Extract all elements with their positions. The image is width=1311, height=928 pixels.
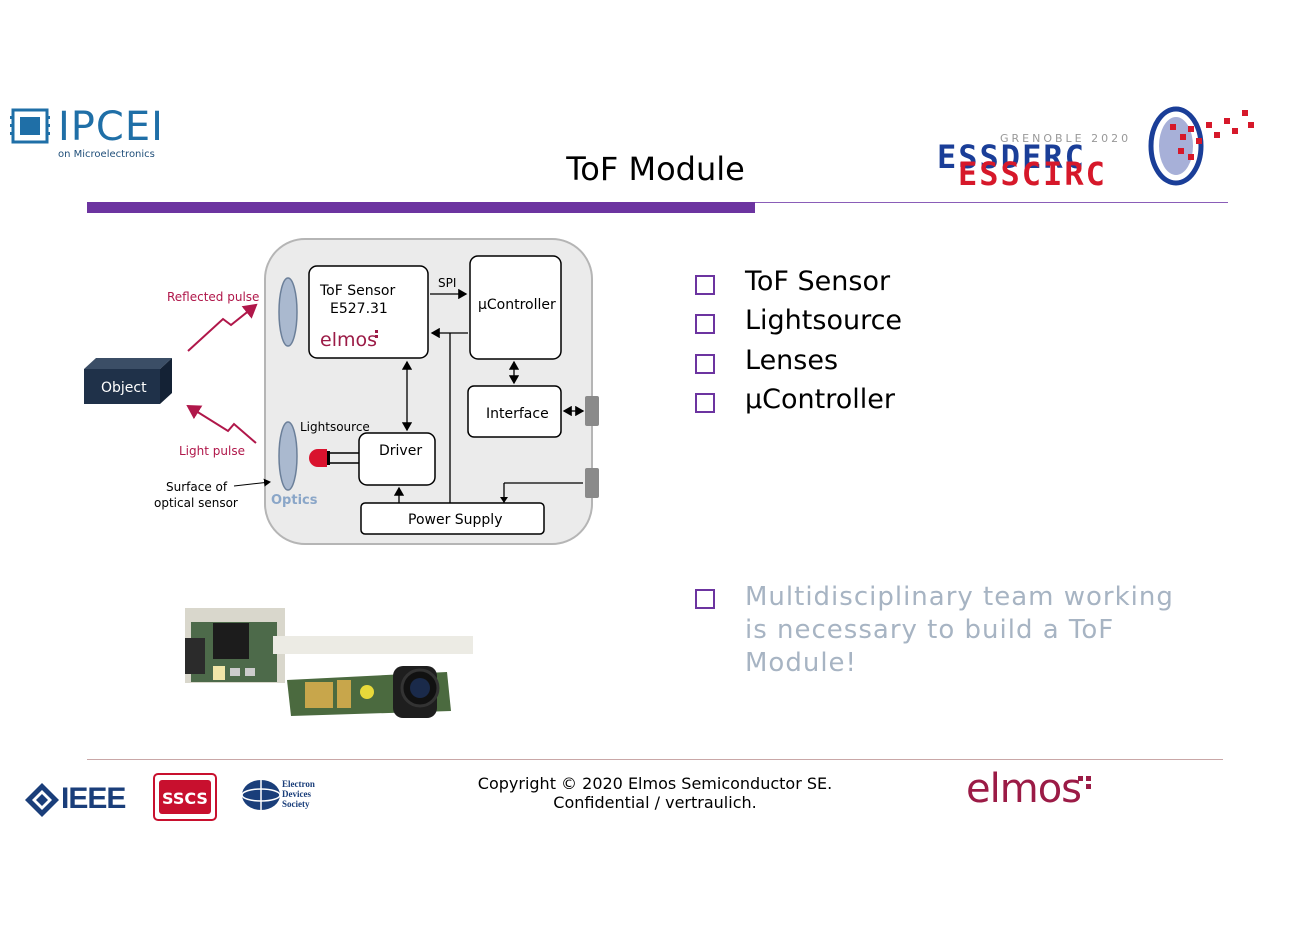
lightsource-label: Lightsource [300, 420, 370, 434]
tof-sensor-label: ToF Sensor [319, 283, 395, 299]
eds-logo: Electron Devices Society [282, 779, 315, 809]
object-label: Object [101, 380, 147, 396]
tof-block-diagram: ToF Sensor E527.31 elmos µController SPI… [84, 238, 599, 545]
ucontroller-block [469, 255, 562, 360]
object-box [84, 369, 160, 404]
light-pulse-arrow [186, 404, 257, 444]
eds-globe-icon [241, 780, 281, 810]
title-bar [87, 202, 755, 213]
surface-label-line1: Surface of [166, 480, 228, 494]
reflected-pulse-arrow [187, 303, 258, 352]
emit-lens [278, 421, 298, 491]
reflected-pulse-label: Reflected pulse [167, 290, 259, 304]
power-supply-block [360, 502, 545, 535]
sscs-logo: SSCS [153, 773, 217, 821]
bullet-box-icon [695, 354, 715, 374]
copyright-line: Copyright © 2020 Elmos Semiconductor SE. [477, 774, 833, 793]
bullet-box-icon [695, 275, 715, 295]
team-note: Multidisciplinary team working is necess… [745, 582, 1174, 678]
interface-connector [585, 396, 599, 426]
title-bar-thin [755, 202, 1228, 203]
receive-lens [278, 277, 298, 347]
bullet-box-icon [695, 314, 715, 334]
spi-label: SPI [438, 276, 456, 290]
interface-label: Interface [486, 406, 549, 422]
ucontroller-label: µController [478, 297, 556, 313]
interface-block [467, 385, 562, 438]
conf-location: GRENOBLE 2020 [1000, 132, 1132, 145]
bullet-item: µController [745, 384, 895, 415]
bullet-item: Lenses [745, 345, 839, 376]
module-photo [185, 608, 473, 718]
copyright-notice: Copyright © 2020 Elmos Semiconductor SE.… [440, 774, 870, 812]
tof-elmos-logo: elmos [320, 329, 377, 351]
led-icon [309, 449, 327, 467]
ieee-diamond-icon [25, 783, 59, 817]
ipcei-logo: IPCEI [58, 104, 164, 150]
surface-label-line2: optical sensor [154, 496, 238, 510]
conf-logo-esscirc: ESSCIRC [958, 155, 1107, 193]
conf-logo-essderc: ESSDERC [937, 138, 1086, 176]
confidential-line: Confidential / vertraulich. [553, 793, 757, 812]
bullet-box-icon [695, 393, 715, 413]
bullet-item: Lightsource [745, 305, 903, 336]
ipcei-chip-icon [10, 108, 50, 144]
tof-sensor-block [308, 265, 429, 359]
wafer-logo-icon [1148, 106, 1254, 186]
ipcei-subtitle: on Microelectronics [58, 149, 155, 160]
elmos-dots-icon [1078, 776, 1091, 789]
elmos-logo: elmos [966, 766, 1082, 812]
light-pulse-label: Light pulse [179, 444, 245, 458]
ieee-logo: IEEE [61, 782, 126, 815]
bullet-item: ToF Sensor [745, 266, 891, 297]
tof-part-number: E527.31 [330, 301, 388, 317]
footer-divider [87, 759, 1223, 760]
page-title: ToF Module [566, 150, 745, 188]
optics-label: Optics [271, 493, 318, 508]
sscs-text: SSCS [162, 789, 208, 808]
power-connector [585, 468, 599, 498]
driver-label: Driver [379, 443, 422, 459]
power-supply-label: Power Supply [408, 512, 503, 528]
bullet-box-icon [695, 589, 715, 609]
driver-block [358, 432, 436, 486]
